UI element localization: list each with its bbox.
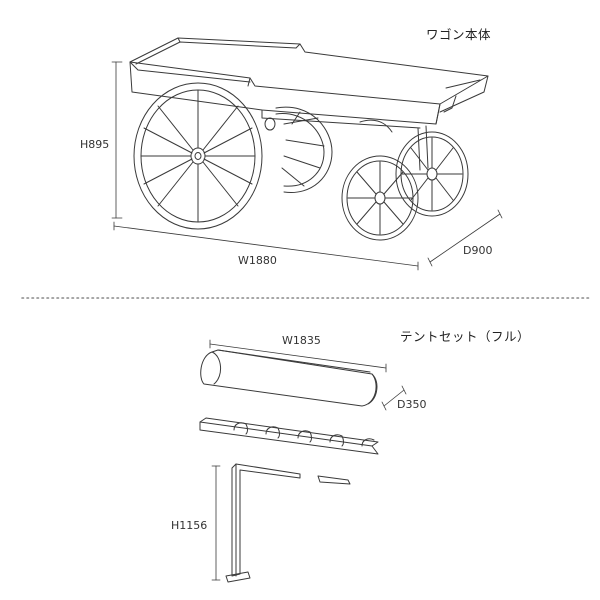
tent-dimension-lines [209, 339, 407, 581]
wagon-dimension-lines [111, 61, 503, 271]
rear-wheel-large [133, 82, 263, 230]
tent-pole [225, 463, 351, 583]
rear-wheel-back [264, 106, 333, 193]
tent-title: テントセット（フル） [400, 329, 531, 344]
tent-roof-frame [199, 417, 379, 455]
front-wheel-near [341, 155, 419, 241]
wagon-title: ワゴン本体 [426, 27, 492, 42]
tent-width-label: W1835 [282, 334, 321, 347]
tent-depth-label: D350 [397, 398, 427, 411]
wagon-height-label: H895 [80, 138, 110, 151]
wagon-width-label: W1880 [238, 254, 277, 267]
tent-height-label: H1156 [171, 519, 208, 532]
wagon-depth-label: D900 [463, 244, 493, 257]
tent-canvas-roof [200, 349, 378, 407]
front-wheel-far [395, 131, 469, 217]
wagon-illustration [129, 37, 489, 241]
